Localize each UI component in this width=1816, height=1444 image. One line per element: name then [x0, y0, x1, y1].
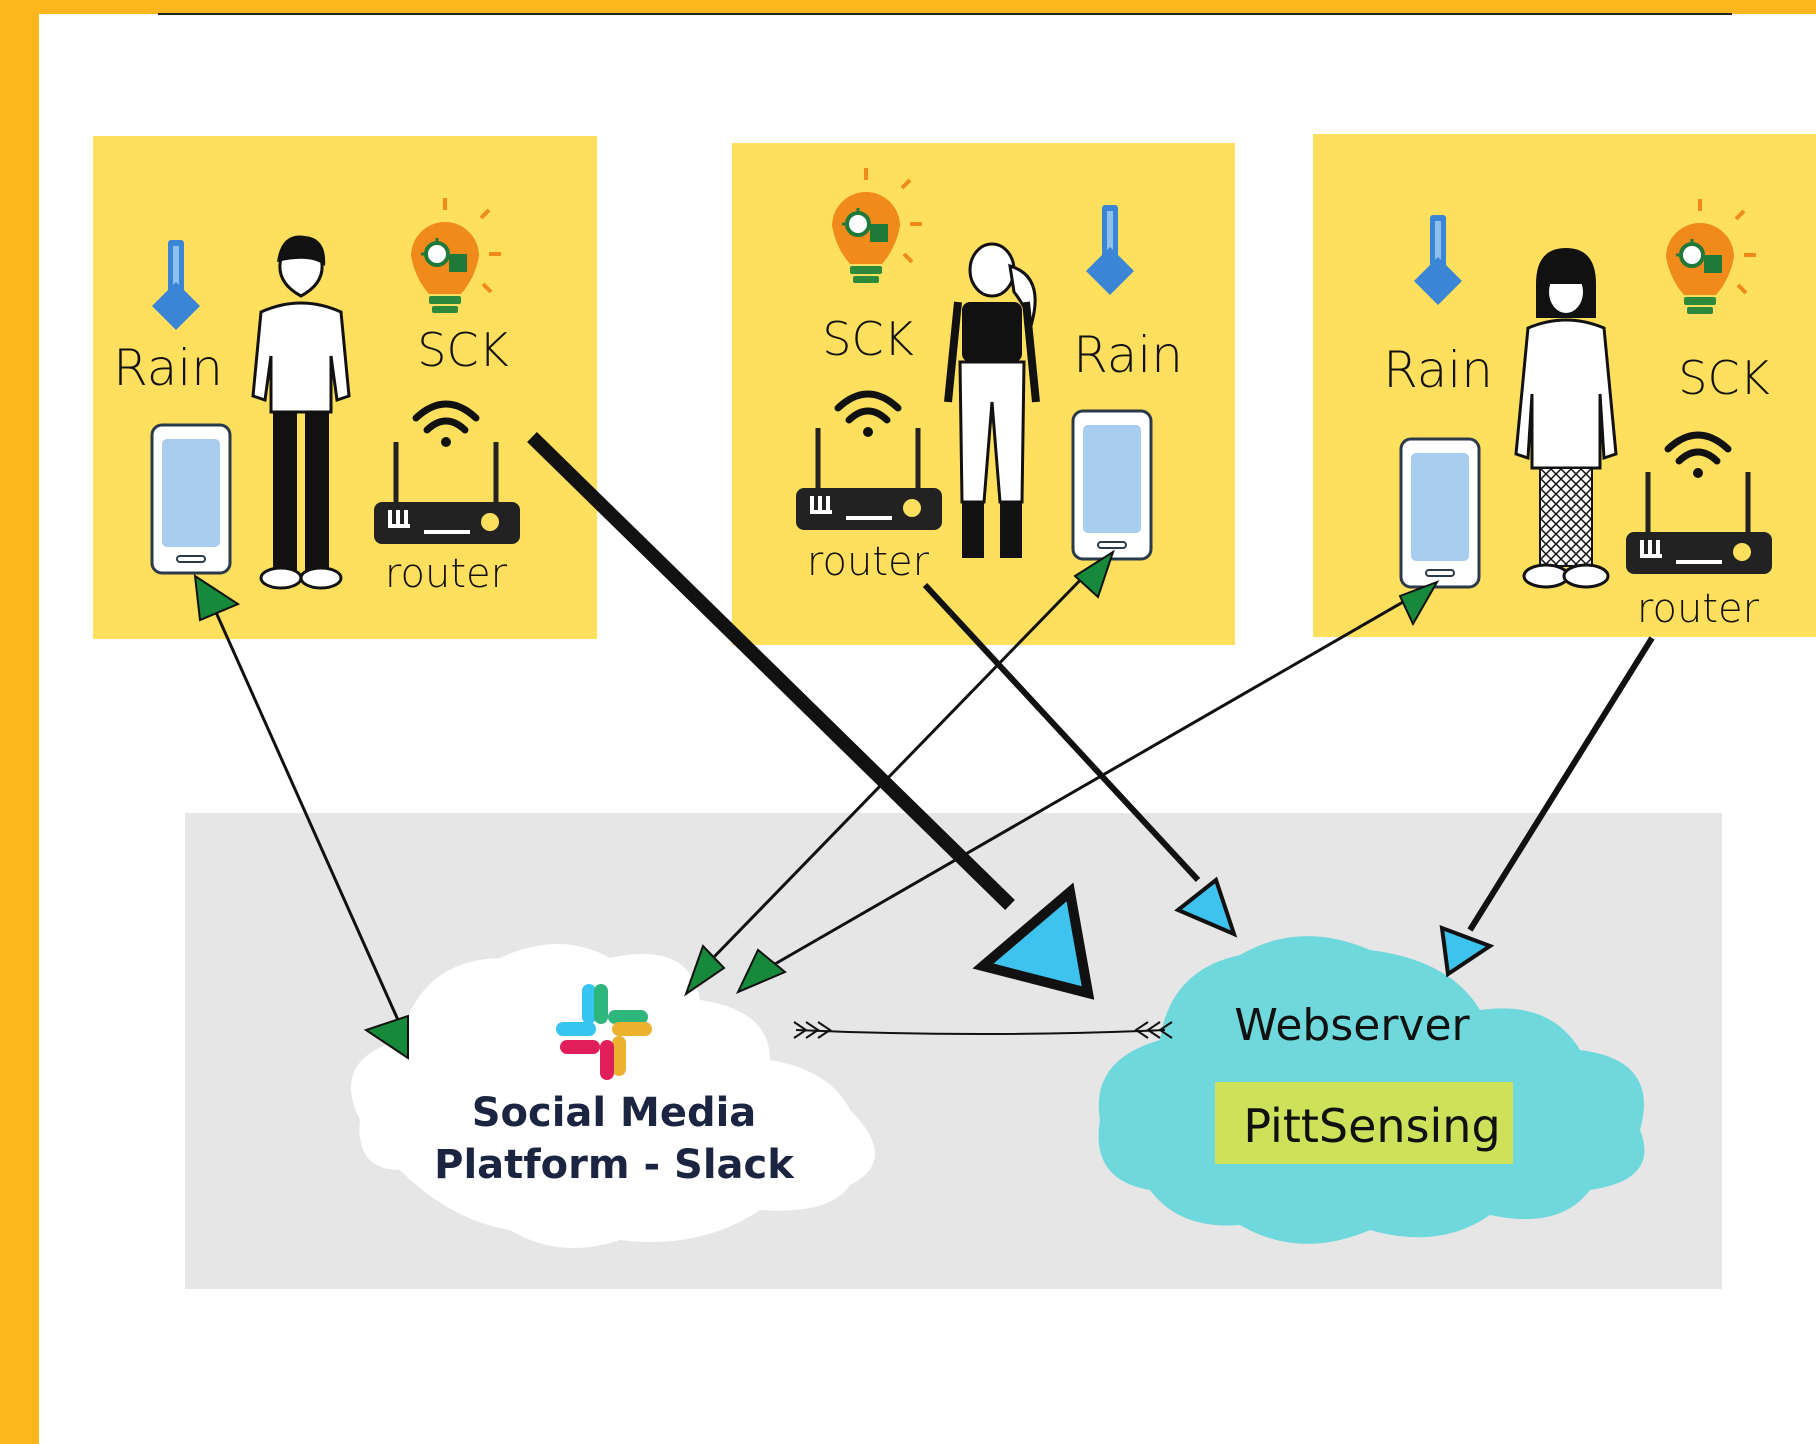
- arrow-head: [1398, 580, 1440, 627]
- phone-icon: [150, 423, 232, 575]
- arrow-head: [1073, 549, 1115, 599]
- arrow-head-large: [972, 882, 1095, 1000]
- arrow-head: [363, 1014, 409, 1060]
- frame-top-bar: [0, 0, 1816, 14]
- arrow-head: [1439, 924, 1495, 978]
- sck-label: SCK: [417, 323, 508, 377]
- router-label: router: [1637, 586, 1760, 632]
- phone-icon: [1399, 437, 1481, 589]
- household-panel-2: SCK router Rain: [732, 143, 1235, 645]
- router-webserver-links: [527, 431, 1655, 1000]
- frame-left-bar: [0, 0, 39, 1444]
- slack-title-line1: Social Media: [472, 1090, 757, 1136]
- arrow-head: [684, 944, 726, 997]
- phone-slack-links: [193, 549, 1440, 1060]
- household-panel-3: Rain SCK router: [1313, 134, 1816, 637]
- pittsensing-badge: [1215, 1082, 1513, 1164]
- sck-label: SCK: [822, 312, 913, 366]
- arrow-head: [1174, 876, 1238, 938]
- slack-webserver-link: [793, 1021, 1173, 1039]
- arrow-head: [735, 948, 787, 994]
- household-panel-1: Rain SCK router: [93, 136, 597, 639]
- rain-label: Rain: [113, 339, 223, 397]
- frame-top-rule: [158, 13, 1732, 15]
- router-label: router: [807, 539, 930, 585]
- slack-logo-icon: [556, 984, 652, 1080]
- arrow-head: [193, 574, 241, 622]
- slack-title-line2: Platform - Slack: [434, 1142, 795, 1188]
- slack-cloud: Social Media Platform - Slack: [351, 944, 875, 1248]
- rain-label: Rain: [1073, 326, 1183, 384]
- phone-icon: [1071, 409, 1153, 561]
- webserver-title: Webserver: [1234, 1000, 1470, 1051]
- pittsensing-label: PittSensing: [1243, 1099, 1500, 1153]
- rain-label: Rain: [1383, 341, 1493, 399]
- router-label: router: [385, 551, 508, 597]
- sck-label: SCK: [1678, 351, 1769, 405]
- webserver-cloud: Webserver PittSensing: [1098, 936, 1645, 1244]
